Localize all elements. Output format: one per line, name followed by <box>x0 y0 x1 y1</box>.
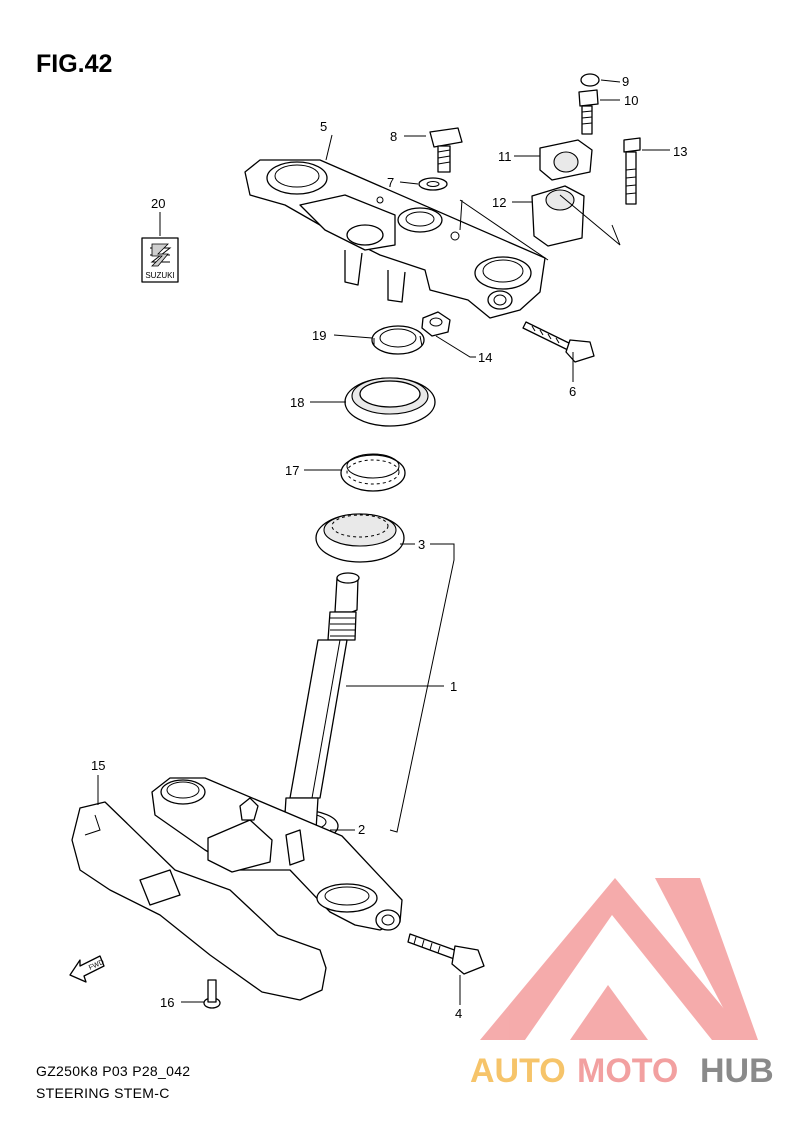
leader-lines <box>97 79 670 1005</box>
cap-part-9 <box>580 73 600 87</box>
callout-3: 3 <box>418 537 425 552</box>
callout-15: 15 <box>91 758 105 773</box>
callout-13: 13 <box>673 144 687 159</box>
screw-part-16 <box>203 979 221 1009</box>
emblem-text: SUZUKI <box>145 271 174 280</box>
watermark-auto: AUTO <box>470 1052 566 1090</box>
watermark-hub: HUB <box>700 1052 774 1090</box>
bearing-race-part-3 <box>315 513 405 563</box>
cover-part-15 <box>71 801 327 1001</box>
callout-17: 17 <box>285 463 299 478</box>
figure-code: GZ250K8 P03 P28_042 <box>36 1063 191 1079</box>
figure-subtitle: STEERING STEM-C <box>36 1085 170 1101</box>
callout-18: 18 <box>290 395 304 410</box>
callout-19: 19 <box>312 328 326 343</box>
callout-4: 4 <box>455 1006 462 1021</box>
stem-nut-part-19 <box>371 325 425 355</box>
bolt-part-13 <box>623 137 641 205</box>
lower-bracket <box>151 777 403 931</box>
callout-10: 10 <box>624 93 638 108</box>
callout-5: 5 <box>320 119 327 134</box>
watermark-text: AUTO MOTO HUB <box>470 1052 774 1090</box>
callout-8: 8 <box>390 129 397 144</box>
callout-7: 7 <box>387 175 394 190</box>
steering-stem-part-1 <box>289 572 360 799</box>
callout-labels: 1 2 3 4 5 6 7 8 9 10 11 12 13 14 15 16 1… <box>91 74 687 1021</box>
callout-12: 12 <box>492 195 506 210</box>
callout-14: 14 <box>478 350 492 365</box>
bolt-part-10 <box>578 89 599 135</box>
holder-upper-part-11 <box>539 139 593 181</box>
callout-1: 1 <box>450 679 457 694</box>
forward-arrow-icon: FWD <box>69 955 105 983</box>
bolt-part-4 <box>407 933 485 975</box>
suzuki-emblem-part-20: SUZUKI <box>141 237 179 283</box>
callout-11: 11 <box>498 149 512 164</box>
watermark-logo <box>480 878 758 1040</box>
assembly-dash-lines <box>459 194 621 261</box>
bolt-part-8 <box>429 127 463 173</box>
holder-lower-part-12 <box>531 185 585 247</box>
callout-6: 6 <box>569 384 576 399</box>
dust-seal-part-18 <box>344 377 436 427</box>
callout-2: 2 <box>358 822 365 837</box>
washer-part-7 <box>418 177 448 191</box>
bearing-part-17 <box>340 453 406 492</box>
bolt-part-6 <box>522 321 595 363</box>
callout-9: 9 <box>622 74 629 89</box>
top-bridge-part-5 <box>244 159 546 319</box>
figure-title: FIG.42 <box>36 50 113 78</box>
watermark-moto: MOTO <box>577 1052 678 1090</box>
callout-16: 16 <box>160 995 174 1010</box>
nut-part-14 <box>421 311 451 337</box>
callout-20: 20 <box>151 196 165 211</box>
